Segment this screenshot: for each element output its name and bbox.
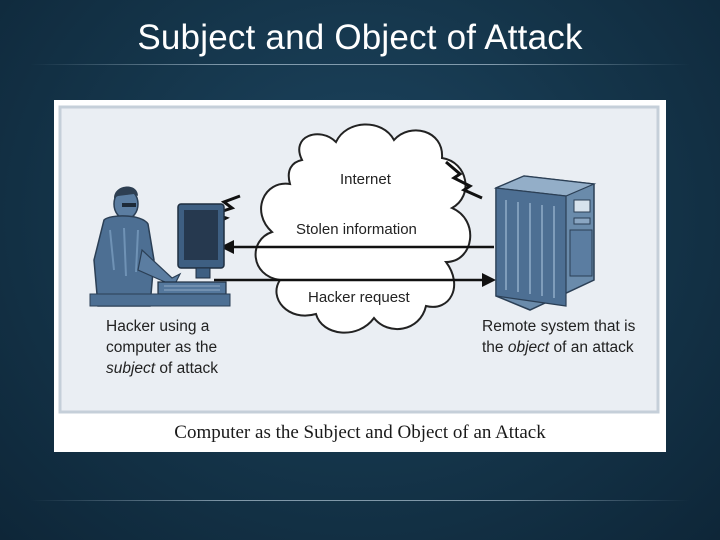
subject-term: subject [106, 360, 156, 377]
figure-caption: Computer as the Subject and Object of an… [174, 422, 546, 443]
hacker-caption-line1: Hacker using a [106, 318, 210, 335]
stolen-information-arrowhead-icon [220, 240, 234, 254]
hacker-person-icon [93, 186, 182, 307]
slide-title: Subject and Object of Attack [137, 18, 583, 57]
remote-caption-line2: the object of an attack [482, 337, 635, 358]
remote-caption-line1: Remote system that is [482, 318, 636, 335]
hacker-caption-line3-rest: of attack [155, 360, 219, 377]
hacker-caption: Hacker using a computer as the subject o… [106, 316, 218, 379]
lightning-bolt-right-icon [445, 160, 483, 200]
diagram-graphics [58, 105, 660, 414]
remote-server-icon [493, 175, 597, 311]
footer-divider [30, 500, 690, 501]
hacker-request-label: Hacker request [308, 289, 410, 306]
hacker-caption-line2: computer as the [106, 339, 218, 356]
hacker-caption-line3: subject of attack [106, 358, 218, 379]
object-term: object [507, 339, 550, 356]
remote-caption-line2-rest: of an attack [549, 339, 634, 356]
attack-diagram-figure: Internet Stolen information Hacker reque… [54, 100, 666, 452]
hacker-computer-icon [89, 203, 231, 307]
remote-caption: Remote system that is the object of an a… [482, 316, 635, 358]
internet-label: Internet [340, 171, 391, 188]
hacker-request-arrowhead-icon [482, 273, 496, 287]
stolen-information-label: Stolen information [296, 221, 417, 238]
remote-caption-line2-pre: the [482, 339, 508, 356]
title-divider [30, 64, 690, 65]
